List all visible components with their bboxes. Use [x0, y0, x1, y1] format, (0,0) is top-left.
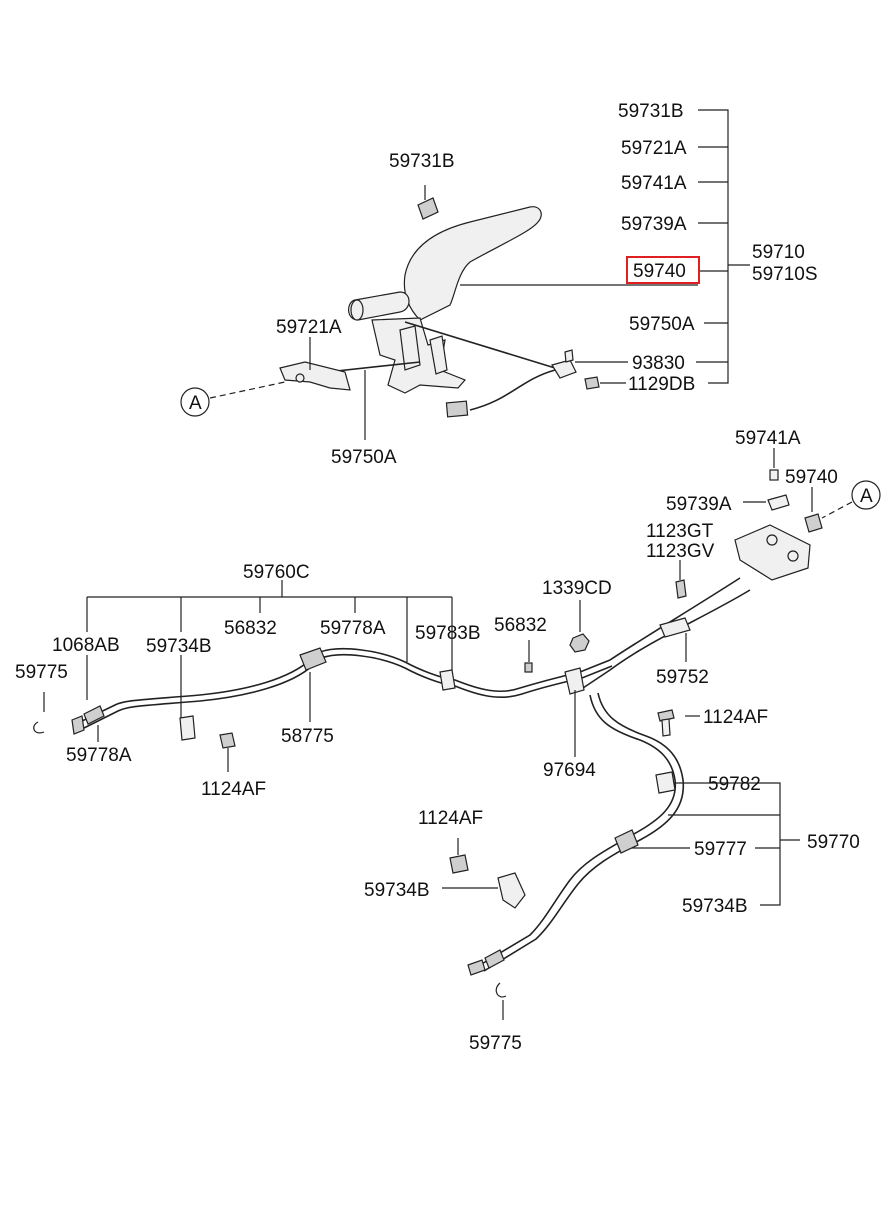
lever-grip-cap [417, 197, 439, 220]
label-top-59740-right[interactable]: 59740 [633, 261, 686, 282]
label-mid-56832-b[interactable]: 56832 [494, 615, 547, 636]
parking-switch [551, 359, 577, 379]
wire-connector [445, 400, 469, 418]
label-top-93830[interactable]: 93830 [632, 353, 685, 374]
label-mid-1068AB[interactable]: 1068AB [52, 635, 120, 656]
label-top-59741A-right[interactable]: 59741A [621, 173, 687, 194]
label-mid-56832-a[interactable]: 56832 [224, 618, 277, 639]
equalizer-plate [279, 361, 351, 391]
label-top-1129DB[interactable]: 1129DB [628, 374, 695, 395]
grommet-58775 [299, 647, 327, 671]
label-top-59710[interactable]: 59710 [752, 242, 805, 263]
label-right-59739A[interactable]: 59739A [666, 494, 732, 515]
label-mid-58775[interactable]: 58775 [281, 726, 334, 747]
rear-cable [479, 694, 677, 966]
label-low-59734B-right[interactable]: 59734B [682, 896, 748, 917]
bracket-59734b-rear [497, 872, 526, 909]
label-right-59740[interactable]: 59740 [785, 467, 838, 488]
label-right-59741A[interactable]: 59741A [735, 428, 801, 449]
label-right-1123GT[interactable]: 1123GT [646, 521, 714, 542]
mount-pad [734, 524, 811, 581]
grommet-59777 [614, 829, 639, 854]
label-callout-a-right: A [860, 486, 873, 507]
label-mid-59752[interactable]: 59752 [656, 667, 709, 688]
label-low-59734B-left[interactable]: 59734B [364, 880, 430, 901]
label-low-1124AF-right[interactable]: 1124AF [703, 707, 768, 728]
label-low-59782[interactable]: 59782 [708, 774, 761, 795]
label-mid-97694[interactable]: 97694 [543, 760, 596, 781]
label-mid-59783B[interactable]: 59783B [415, 623, 481, 644]
label-top-59721A-right[interactable]: 59721A [621, 138, 687, 159]
label-low-1124AF-left[interactable]: 1124AF [418, 808, 483, 829]
callout-a-left-circle [180, 387, 210, 417]
label-callout-a-left: A [189, 393, 202, 414]
label-mid-59778A-a[interactable]: 59778A [320, 618, 386, 639]
label-top-59721A-left[interactable]: 59721A [276, 317, 342, 338]
label-top-59731B-left[interactable]: 59731B [389, 151, 455, 172]
callout-a-right-circle [851, 480, 881, 510]
label-mid-59760C[interactable]: 59760C [243, 562, 310, 583]
clip-59739a [767, 494, 790, 511]
cable-end-clip-rear [495, 982, 507, 998]
highlight-box-59740 [626, 256, 700, 284]
lever-assembly [180, 109, 750, 440]
label-mid-1339CD[interactable]: 1339CD [542, 578, 612, 599]
bumper-59741a [769, 469, 779, 481]
label-low-59775[interactable]: 59775 [469, 1033, 522, 1054]
label-top-59731B-right[interactable]: 59731B [618, 101, 684, 122]
label-mid-1124AF-a[interactable]: 1124AF [201, 779, 266, 800]
part-labels: 59731B 59721A 59741A 59739A 59740 59710 … [15, 101, 873, 1054]
cable-end-clip-left [33, 721, 45, 734]
switch-bolt [584, 376, 600, 390]
front-cable [79, 577, 741, 723]
nut-1339cd [569, 633, 590, 653]
label-low-59770[interactable]: 59770 [807, 832, 860, 853]
label-low-59777[interactable]: 59777 [694, 839, 747, 860]
label-right-1123GV[interactable]: 1123GV [646, 541, 715, 562]
label-mid-59734B[interactable]: 59734B [146, 636, 212, 657]
parking-brake-lever [403, 206, 542, 321]
label-mid-59778A-b[interactable]: 59778A [66, 745, 132, 766]
bushing-59740 [804, 513, 823, 533]
lever-pivot-tube [348, 291, 410, 321]
label-top-59750A-bottom[interactable]: 59750A [331, 447, 397, 468]
bracket-59734b-front [179, 715, 196, 741]
label-top-59739A-right[interactable]: 59739A [621, 214, 687, 235]
label-top-59750A-right[interactable]: 59750A [629, 314, 695, 335]
label-top-59710S[interactable]: 59710S [752, 264, 818, 285]
front-cable-assembly [33, 448, 881, 772]
rear-cable-assembly [442, 692, 800, 1020]
label-mid-59775[interactable]: 59775 [15, 662, 68, 683]
